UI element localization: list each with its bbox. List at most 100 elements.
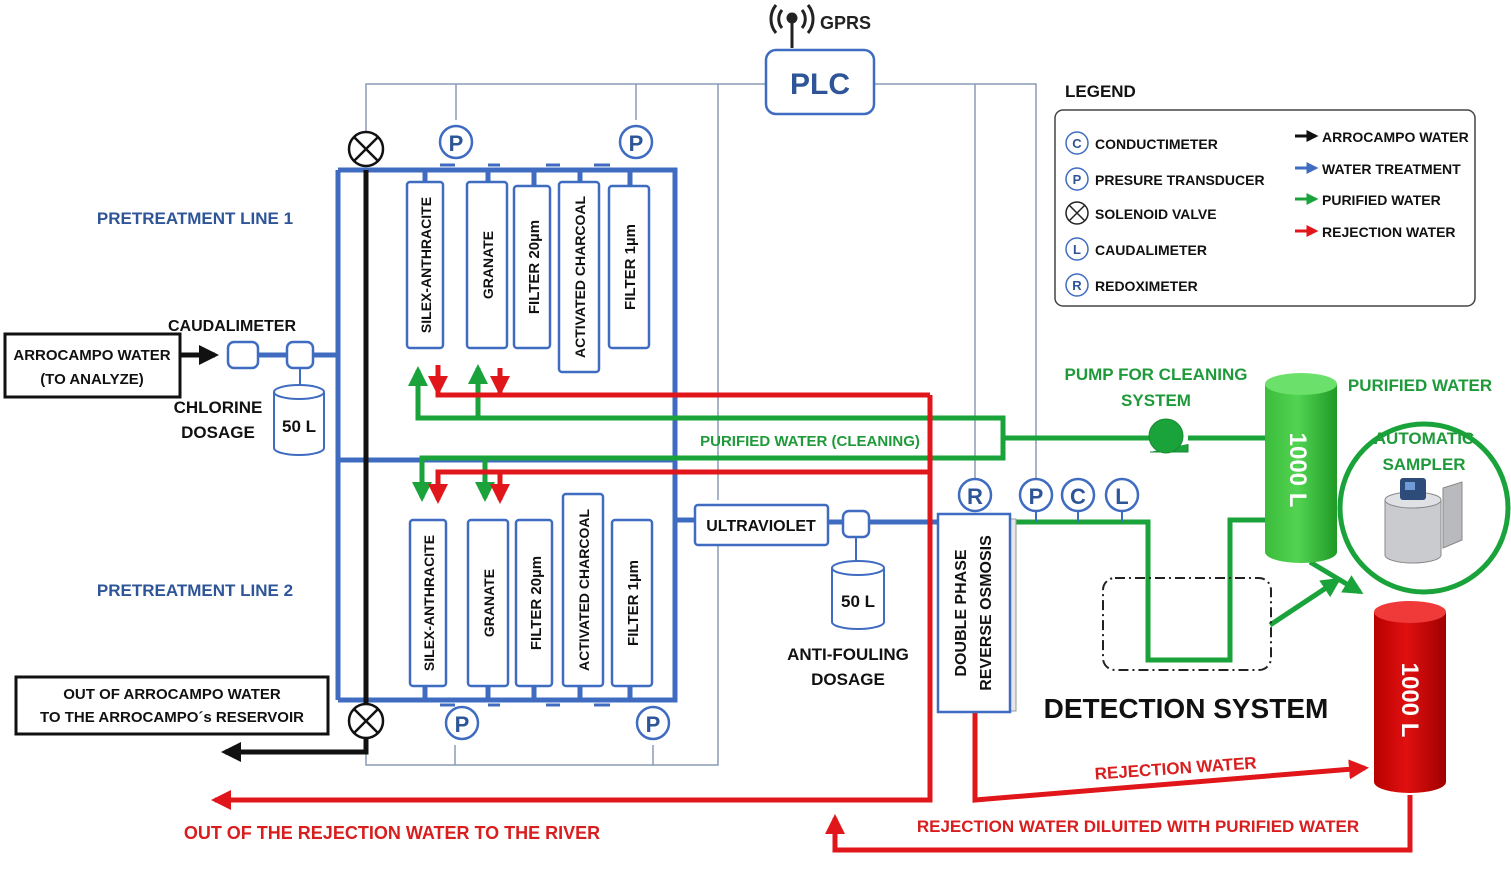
antifouling-tank-volume: 50 L (841, 592, 875, 611)
control-lines (365, 83, 1037, 766)
svg-text:1000 L: 1000 L (1284, 433, 1311, 508)
svg-text:ULTRAVIOLET: ULTRAVIOLET (706, 518, 816, 535)
reverse-osmosis-unit[interactable]: DOUBLE PHASE REVERSE OSMOSIS (936, 512, 1017, 714)
antifouling-tank: 50 L (831, 560, 885, 630)
svg-text:1000 L: 1000 L (1396, 663, 1423, 738)
line1-filter-20um[interactable]: FILTER 20µm (512, 184, 552, 350)
solenoid-valve-top-icon[interactable] (347, 130, 385, 168)
solenoid-valve-bottom-icon[interactable] (347, 702, 385, 740)
ultraviolet-unit[interactable]: ULTRAVIOLET (693, 503, 830, 547)
chlorine-tank: 50 L (273, 384, 325, 456)
line2-filter-1um[interactable]: FILTER 1µm (610, 518, 654, 688)
line2-filter-20um[interactable]: FILTER 20µm (514, 518, 554, 688)
antifouling-label-line1: ANTI-FOULING (787, 645, 909, 664)
svg-text:P: P (1029, 484, 1044, 509)
svg-text:TO THE ARROCAMPO´s RESERVOIR: TO THE ARROCAMPO´s RESERVOIR (40, 709, 304, 726)
svg-text:REJECTION WATER: REJECTION WATER (1322, 224, 1456, 240)
svg-text:DOUBLE PHASE: DOUBLE PHASE (953, 549, 970, 676)
svg-text:REVERSE OSMOSIS: REVERSE OSMOSIS (978, 535, 995, 691)
caudalimeter-label: CAUDALIMETER (168, 318, 296, 335)
svg-text:P: P (449, 131, 464, 156)
legend-rejection-water: REJECTION WATER (1295, 224, 1456, 240)
svg-text:P: P (646, 712, 661, 737)
svg-text:FILTER 1µm: FILTER 1µm (622, 224, 639, 310)
svg-text:FILTER 20µm: FILTER 20µm (526, 220, 543, 314)
legend-conductimeter: C CONDUCTIMETER (1065, 131, 1218, 155)
legend-caudalimeter: L CAUDALIMETER (1065, 237, 1207, 261)
line1-pressure-transducer-2: P (618, 124, 654, 160)
line1-silex-anthracite-filter[interactable]: SILEX-ANTHRACITE (405, 180, 445, 350)
filter-connectors (440, 163, 610, 707)
cleaning-pump-icon[interactable] (1148, 418, 1189, 454)
line2-granate-filter[interactable]: GRANATE (466, 518, 510, 688)
antifouling-dosing-point-icon (841, 509, 871, 539)
rejection-water-tank: 1000 L (1374, 601, 1446, 793)
detection-system-label: DETECTION SYSTEM (1044, 693, 1329, 724)
sampler-device-icon (1384, 478, 1463, 564)
svg-text:C: C (1070, 484, 1086, 509)
purified-cleaning-label: PURIFIED WATER (CLEANING) (700, 433, 920, 450)
line2-pressure-transducer-2: P (635, 705, 671, 741)
arrocampo-input-line1: ARROCAMPO WATER (13, 347, 170, 364)
legend-title: LEGEND (1065, 82, 1136, 101)
out-to-river-label: OUT OF THE REJECTION WATER TO THE RIVER (184, 823, 600, 843)
svg-text:SILEX-ANTHRACITE: SILEX-ANTHRACITE (418, 197, 434, 333)
out-to-reservoir-box: OUT OF ARROCAMPO WATER TO THE ARROCAMPO´… (14, 675, 330, 736)
gprs-antenna-icon (769, 4, 815, 48)
antifouling-label-line2: DOSAGE (811, 670, 885, 689)
caudalimeter-icon (226, 340, 260, 370)
svg-text:FILTER 1µm: FILTER 1µm (625, 560, 642, 646)
purified-water-tank: 1000 L (1265, 373, 1337, 563)
sampler-label-line1: AUTOMATIC (1374, 429, 1474, 448)
svg-text:GRANATE: GRANATE (481, 569, 497, 637)
legend-arrocampo-water: ARROCAMPO WATER (1295, 129, 1469, 145)
svg-text:L: L (1073, 242, 1081, 257)
svg-text:CONDUCTIMETER: CONDUCTIMETER (1095, 136, 1218, 152)
chlorine-tank-volume: 50 L (282, 417, 316, 436)
legend-solenoid-valve: SOLENOID VALVE (1065, 201, 1217, 225)
automatic-sampler[interactable]: AUTOMATIC SAMPLER (1337, 421, 1511, 595)
svg-text:P: P (455, 712, 470, 737)
svg-text:ACTIVATED CHARCOAL: ACTIVATED CHARCOAL (576, 509, 592, 671)
pressure-transducer-sensor: P (1018, 477, 1054, 522)
legend-purified-water: PURIFIED WATER (1295, 192, 1441, 208)
chlorine-label-line2: DOSAGE (181, 423, 255, 442)
svg-text:OUT OF ARROCAMPO WATER: OUT OF ARROCAMPO WATER (63, 686, 281, 703)
svg-text:P: P (1073, 172, 1082, 187)
pretreatment-line-2-title: PRETREATMENT LINE 2 (97, 581, 293, 600)
line2-activated-charcoal[interactable]: ACTIVATED CHARCOAL (561, 492, 605, 688)
line1-pressure-transducer-1: P (438, 124, 474, 160)
arrocampo-water-line (180, 170, 369, 762)
svg-text:P: P (629, 131, 644, 156)
legend-pressure-transducer: P PRESURE TRANSDUCER (1065, 167, 1265, 191)
svg-text:REDOXIMETER: REDOXIMETER (1095, 278, 1198, 294)
svg-text:L: L (1115, 484, 1128, 509)
arrocampo-input-line2: (TO ANALYZE) (40, 371, 144, 388)
redoximeter-sensor: R (957, 477, 993, 513)
plc-label: PLC (790, 68, 850, 101)
chlorine-label-line1: CHLORINE (174, 398, 263, 417)
gprs-label: GPRS (820, 13, 871, 33)
legend-redoximeter: R REDOXIMETER (1065, 273, 1198, 297)
svg-text:PURIFIED WATER: PURIFIED WATER (1322, 192, 1441, 208)
line1-granate-filter[interactable]: GRANATE (465, 180, 509, 350)
plc-box[interactable] (764, 48, 876, 116)
svg-text:SILEX-ANTHRACITE: SILEX-ANTHRACITE (421, 535, 437, 671)
sampler-label-line2: SAMPLER (1382, 455, 1465, 474)
conductimeter-sensor: C (1060, 477, 1096, 522)
arrocampo-input-box (3, 332, 182, 399)
pretreatment-line-1-title: PRETREATMENT LINE 1 (97, 209, 293, 228)
svg-text:R: R (967, 484, 983, 509)
legend-box (1054, 109, 1476, 307)
line1-activated-charcoal[interactable]: ACTIVATED CHARCOAL (557, 180, 601, 374)
chlorine-dosing-point-icon (285, 340, 315, 370)
line2-pressure-transducer-1: P (444, 705, 480, 741)
purified-tank-title: PURIFIED WATER (1348, 376, 1492, 395)
pump-label-line2: SYSTEM (1121, 391, 1191, 410)
svg-text:SOLENOID VALVE: SOLENOID VALVE (1095, 206, 1217, 222)
line2-silex-anthracite-filter[interactable]: SILEX-ANTHRACITE (408, 518, 448, 688)
svg-text:CAUDALIMETER: CAUDALIMETER (1095, 242, 1207, 258)
line1-filter-1um[interactable]: FILTER 1µm (607, 184, 651, 350)
svg-text:ACTIVATED CHARCOAL: ACTIVATED CHARCOAL (572, 196, 588, 358)
